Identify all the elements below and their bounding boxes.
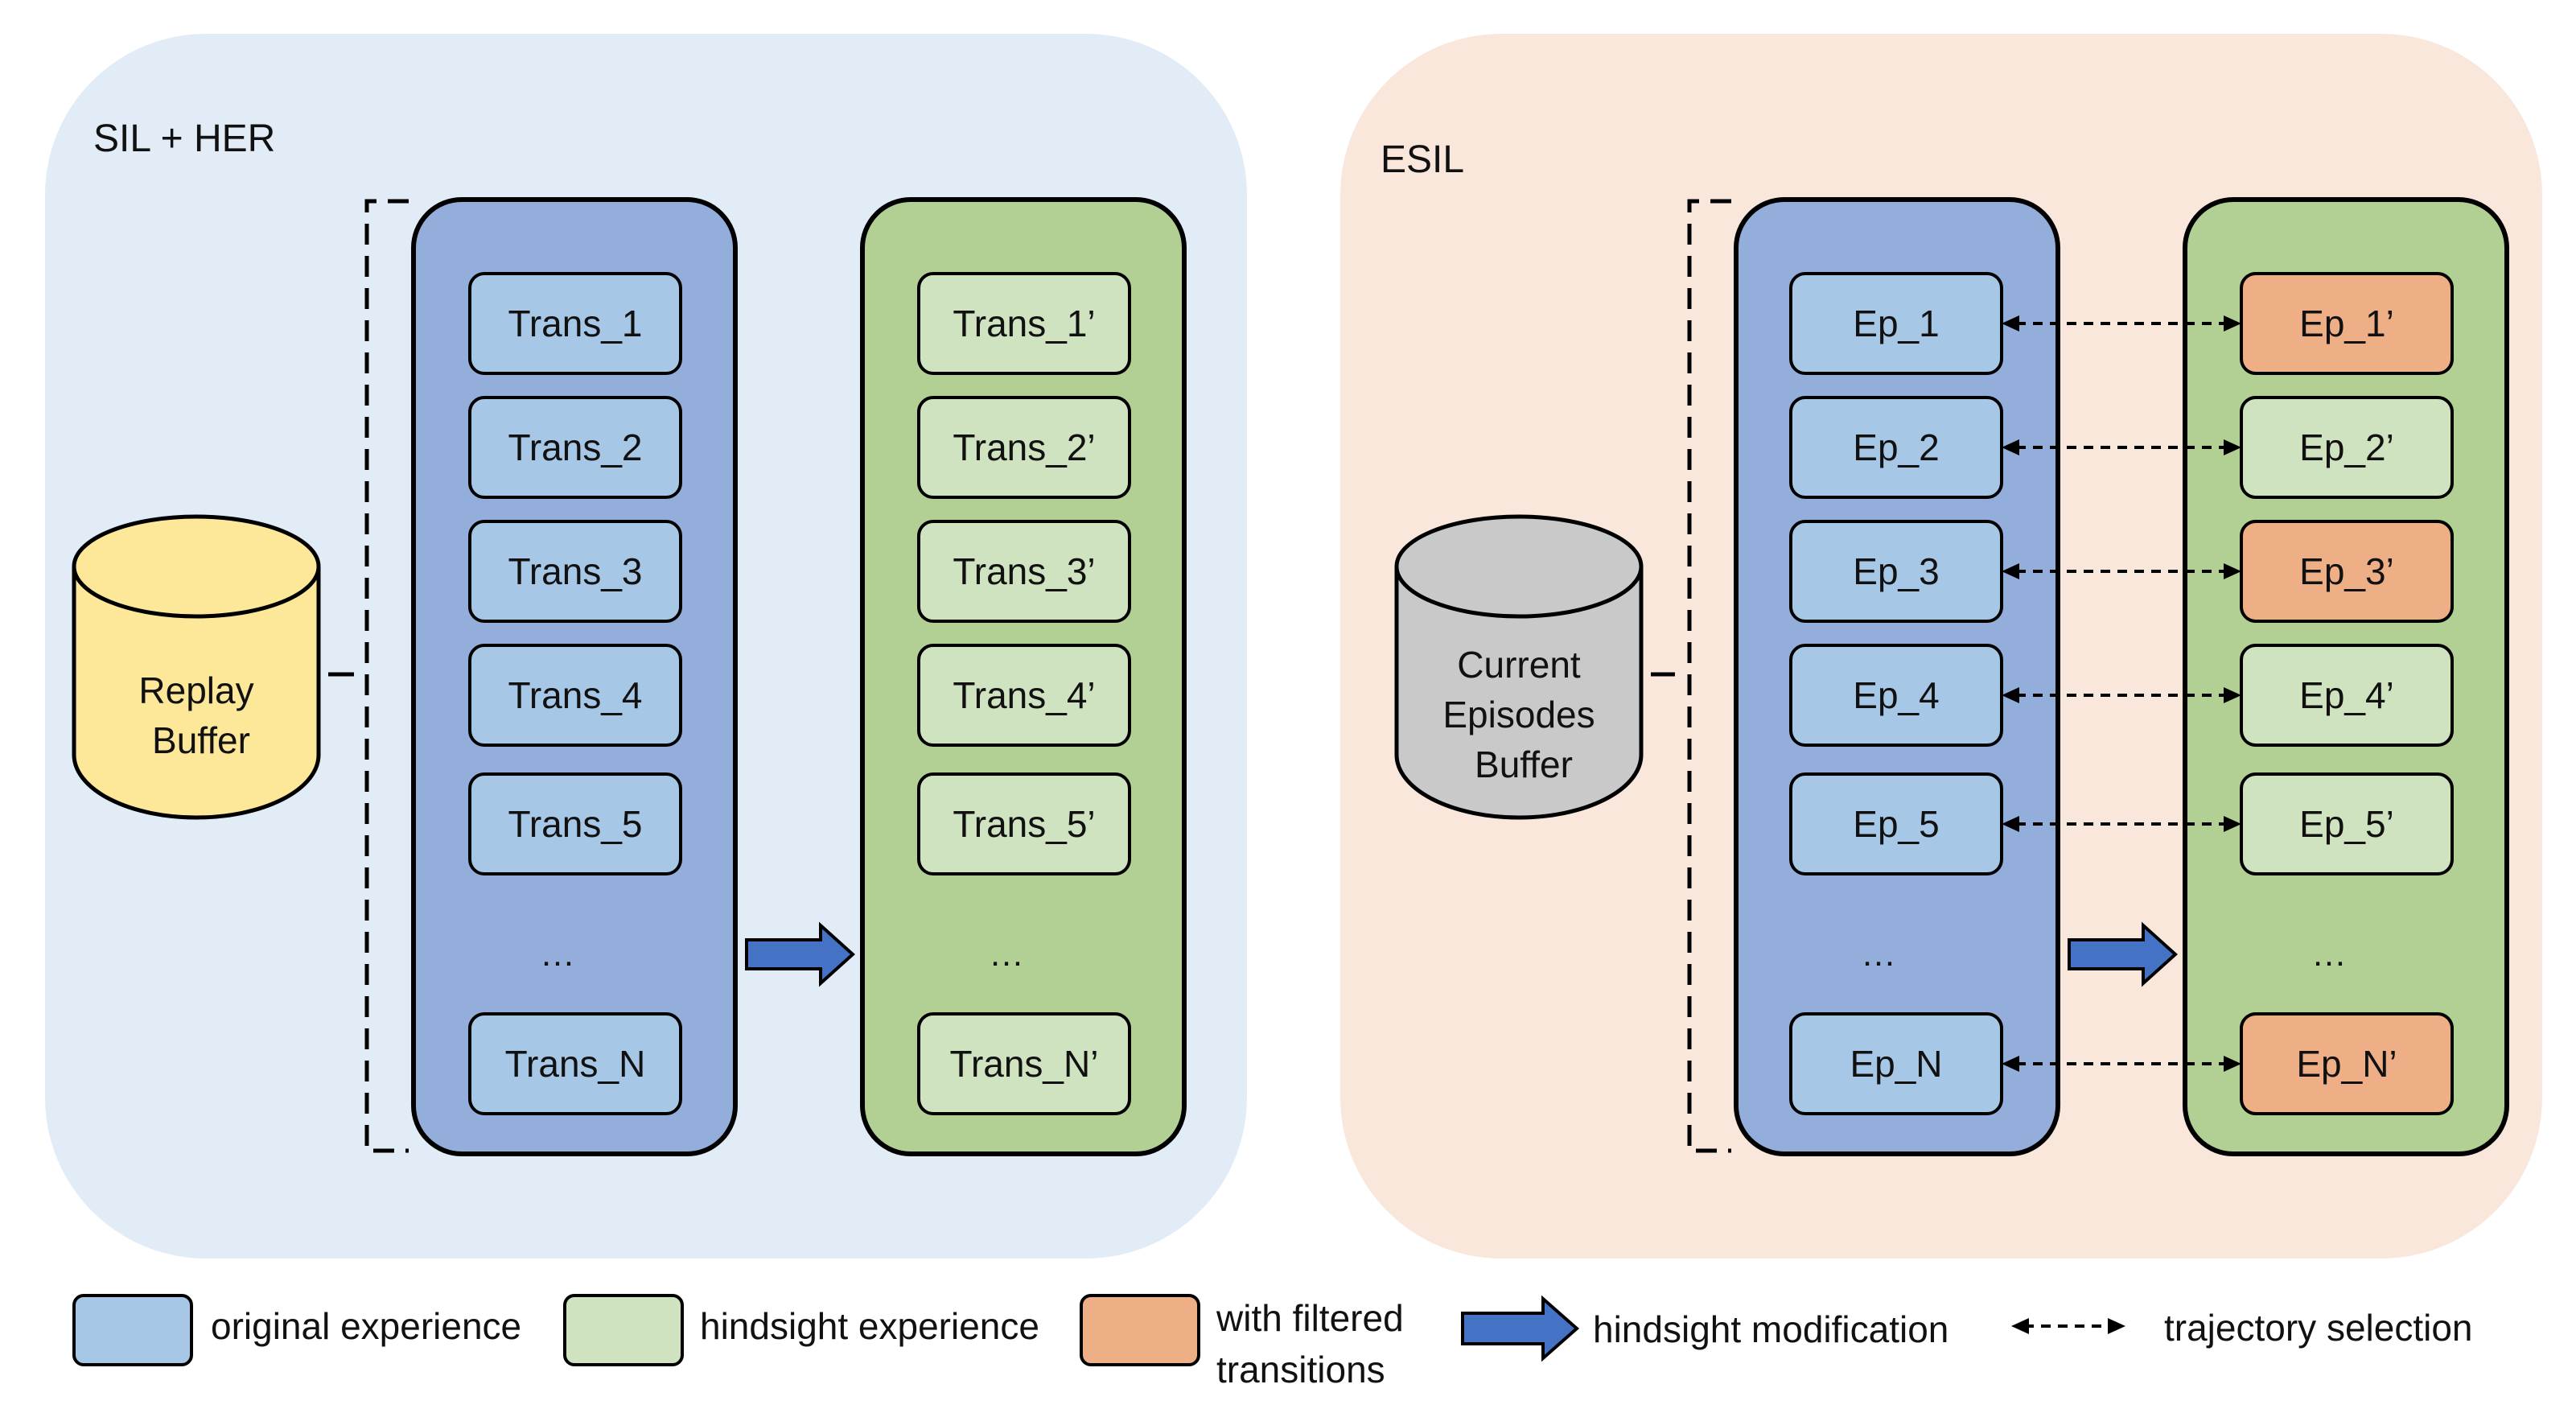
legend-original-label: original experience [211, 1305, 521, 1347]
episodes-buffer-label-line1: Current [1457, 644, 1581, 686]
left-bracket [364, 199, 409, 1153]
left-original-item-box-4 [468, 644, 682, 747]
left-hindsight-item-label-4: Trans_4’ [953, 674, 1095, 716]
trajectory-selection-arrows [2002, 315, 2241, 1072]
left-original-item-label-2: Trans_2 [508, 426, 642, 468]
replay-buffer-cylinder: Replay Buffer [72, 514, 321, 820]
right-hindsight-item-label-7: Ep_N’ [2296, 1043, 2397, 1085]
right-hindsight-item-label-2: Ep_2’ [2299, 426, 2394, 468]
legend-hindsight-label: hindsight experience [700, 1305, 1039, 1347]
selection-arrow-1 [2002, 315, 2241, 332]
episodes-buffer-cylinder: Current Episodes Buffer [1394, 514, 1644, 820]
legend-modification-label: hindsight modification [1593, 1308, 1948, 1350]
right-hindsight-item-ellipsis: … [2311, 934, 2347, 974]
right-original-item-label-5: Ep_5 [1853, 803, 1939, 845]
left-hindsight-item-label-3: Trans_3’ [953, 550, 1095, 592]
right-panel-title: ESIL [1381, 138, 1464, 181]
right-hindsight-item-label-5: Ep_5’ [2299, 803, 2394, 845]
left-original-item-box-2 [468, 396, 682, 499]
right-bracket [1687, 199, 1731, 1153]
right-original-item-label-3: Ep_3 [1853, 550, 1939, 592]
legend-filtered-label-line1: with filtered [1216, 1297, 1404, 1339]
left-modification-arrow [745, 921, 855, 987]
right-original-item-label-1: Ep_1 [1853, 303, 1939, 344]
left-panel-title: SIL + HER [93, 117, 275, 160]
legend-selection-label: trajectory selection [2164, 1307, 2473, 1349]
legend-hindsight-swatch [563, 1294, 684, 1366]
left-hindsight-item-box-7 [917, 1012, 1131, 1115]
selection-arrow-2 [2002, 439, 2241, 455]
left-original-item-box-3 [468, 520, 682, 623]
left-original-item-label-5: Trans_5 [508, 803, 642, 845]
right-hindsight-item-label-1: Ep_1’ [2299, 303, 2394, 344]
left-original-item-box-1 [468, 272, 682, 375]
selection-arrow-4 [2002, 687, 2241, 703]
replay-buffer-label-line2: Buffer [152, 719, 250, 761]
left-original-item-box-5 [468, 772, 682, 875]
episodes-buffer-label-line3: Buffer [1475, 744, 1573, 785]
legend-filtered-swatch [1080, 1294, 1200, 1366]
right-hindsight-items: Ep_1’ Ep_2’ Ep_3’ Ep_4’ Ep_5’ … Ep_N’ [2240, 272, 2454, 1115]
legend-filtered-label-line2: transitions [1216, 1349, 1385, 1390]
legend: original experience hindsight experience… [72, 1294, 2473, 1390]
left-original-item-label-7: Trans_N [505, 1043, 646, 1085]
legend-modification-arrow [1461, 1295, 1580, 1362]
selection-arrow-5 [2002, 816, 2241, 832]
selection-arrow-7 [2002, 1056, 2241, 1072]
episodes-buffer-label-line2: Episodes [1442, 694, 1595, 735]
left-hindsight-item-box-1 [917, 272, 1131, 375]
left-hindsight-item-box-4 [917, 644, 1131, 747]
right-hindsight-item-label-3: Ep_3’ [2299, 550, 2394, 592]
right-original-item-label-2: Ep_2 [1853, 426, 1939, 468]
right-modification-arrow [2068, 921, 2178, 987]
left-original-item-box-7 [468, 1012, 682, 1115]
right-original-items: Ep_1Ep_2Ep_3Ep_4Ep_5 … Ep_N [1789, 272, 2003, 1115]
left-hindsight-items: Trans_1’ Trans_2’ Trans_3’ Trans_4’ Trans_5’… [917, 272, 1131, 1115]
left-original-item-ellipsis: … [540, 934, 575, 974]
left-hindsight-item-box-5 [917, 772, 1131, 875]
left-original-item-label-1: Trans_1 [508, 303, 642, 344]
left-original-item-label-4: Trans_4 [508, 674, 642, 716]
left-original-item-label-3: Trans_3 [508, 550, 642, 592]
left-hindsight-item-box-3 [917, 520, 1131, 623]
left-hindsight-item-label-7: Trans_N’ [950, 1043, 1099, 1085]
selection-arrow-3 [2002, 563, 2241, 579]
legend-selection-arrow [2011, 1318, 2125, 1334]
right-original-item-ellipsis: … [1861, 934, 1896, 974]
legend-original-swatch [72, 1294, 193, 1366]
replay-buffer-label-line1: Replay [138, 669, 253, 711]
right-original-item-label-4: Ep_4 [1853, 674, 1939, 716]
right-original-item-label-7: Ep_N [1850, 1043, 1942, 1085]
left-hindsight-item-label-2: Trans_2’ [953, 426, 1095, 468]
left-hindsight-item-ellipsis: … [989, 934, 1024, 974]
right-hindsight-item-label-4: Ep_4’ [2299, 674, 2394, 716]
left-hindsight-item-label-5: Trans_5’ [953, 803, 1095, 845]
left-hindsight-item-box-2 [917, 396, 1131, 499]
left-hindsight-item-label-1: Trans_1’ [953, 303, 1095, 344]
